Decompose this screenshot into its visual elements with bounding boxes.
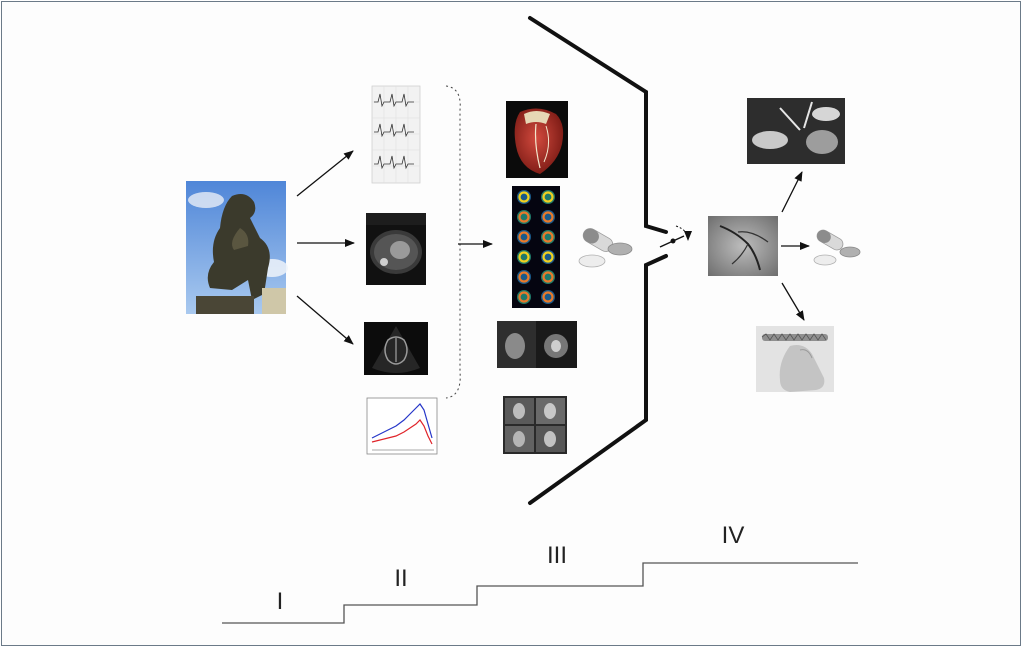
- spect-slice-ring: [542, 291, 554, 303]
- spect-slice-ring: [542, 271, 554, 283]
- exercise-test-plot-icon: [366, 397, 438, 455]
- decision-funnel: [528, 16, 668, 505]
- switch-icon: [659, 225, 692, 248]
- ct-scan-icon: [366, 213, 426, 285]
- ecg-strip-icon: [371, 85, 421, 184]
- 3d-heart-render-icon: [506, 101, 568, 178]
- arrow-to-ecg: [296, 150, 354, 197]
- stage-label-ii: II: [394, 565, 407, 592]
- spect-slice-ring: [518, 291, 530, 303]
- stage-label-iv: IV: [722, 522, 745, 549]
- cardiac-mri-icon: [497, 321, 577, 368]
- spect-slice-ring: [518, 251, 530, 263]
- spect-slice-ring: [518, 211, 530, 223]
- echocardiogram-icon: [364, 322, 428, 375]
- spect-perfusion-grid-icon: [512, 186, 560, 308]
- spect-slice-ring: [542, 191, 554, 203]
- stage-label-i: I: [277, 588, 284, 615]
- arrow-to-surgery: [781, 171, 803, 213]
- surgery-photo-icon: [747, 98, 845, 164]
- spect-slice-ring: [518, 231, 530, 243]
- stage-label-iii: III: [547, 542, 567, 569]
- arrow-to-stent: [781, 282, 805, 321]
- stress-echo-icon: [503, 396, 567, 454]
- pills-icon: [813, 229, 861, 266]
- stage-staircase: [222, 562, 858, 624]
- grouping-bracket: [445, 85, 461, 399]
- spect-slice-ring: [542, 251, 554, 263]
- spect-slice-ring: [542, 211, 554, 223]
- pills-icon: [578, 228, 633, 268]
- stent-photo-icon: [756, 326, 834, 392]
- spect-slice-ring: [518, 271, 530, 283]
- arrow-to-echo: [296, 295, 354, 345]
- thinker-statue-photo: [186, 181, 288, 314]
- spect-slice-ring: [542, 231, 554, 243]
- spect-slice-ring: [518, 191, 530, 203]
- spect-cells: [517, 190, 555, 304]
- coronary-angiogram-icon: [708, 216, 778, 276]
